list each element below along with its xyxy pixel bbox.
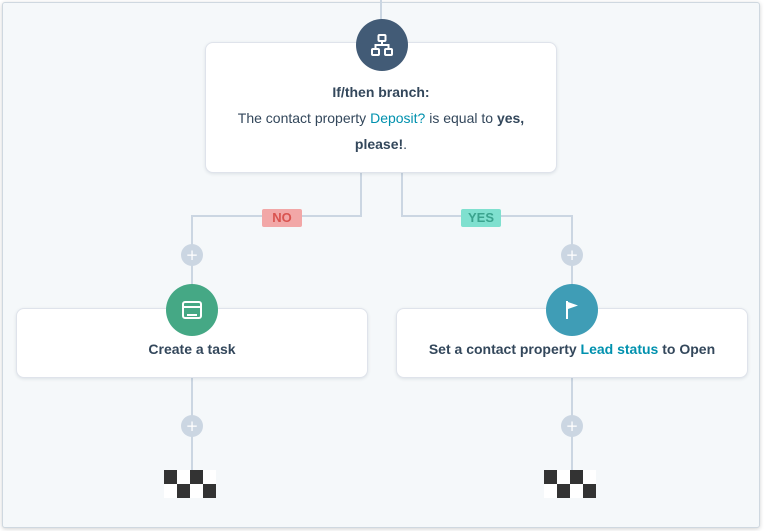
branch-property-link[interactable]: Deposit? — [370, 110, 426, 126]
branch-text-middle: is equal to — [425, 110, 497, 126]
property-text-middle: to — [658, 341, 680, 357]
branch-text-after: . — [403, 136, 408, 152]
branch-icon — [356, 19, 408, 71]
add-action-button-yes[interactable]: + — [561, 244, 583, 266]
branch-text-before: The contact property — [237, 110, 371, 126]
property-value: Open — [679, 341, 716, 357]
lead-status-link[interactable]: Lead status — [580, 341, 659, 357]
add-action-button-no[interactable]: + — [181, 244, 203, 266]
flag-icon — [546, 284, 598, 336]
yes-branch-label: YES — [461, 209, 501, 227]
add-action-button-after-property[interactable]: + — [561, 415, 583, 437]
create-task-label: Create a task — [148, 341, 236, 357]
add-action-button-after-task[interactable]: + — [181, 415, 203, 437]
branch-condition-line2: please!. — [226, 131, 536, 157]
no-branch-label: NO — [262, 209, 302, 227]
branch-title: If/then branch: — [332, 84, 430, 100]
branch-value-part1: yes, — [496, 110, 525, 126]
branch-condition: The contact property Deposit? is equal t… — [226, 105, 536, 131]
checkered-flag-icon — [164, 470, 216, 498]
property-text-before: Set a contact property — [428, 341, 581, 357]
checkered-flag-icon — [544, 470, 596, 498]
branch-value-part2: please! — [354, 136, 404, 152]
task-icon — [166, 284, 218, 336]
